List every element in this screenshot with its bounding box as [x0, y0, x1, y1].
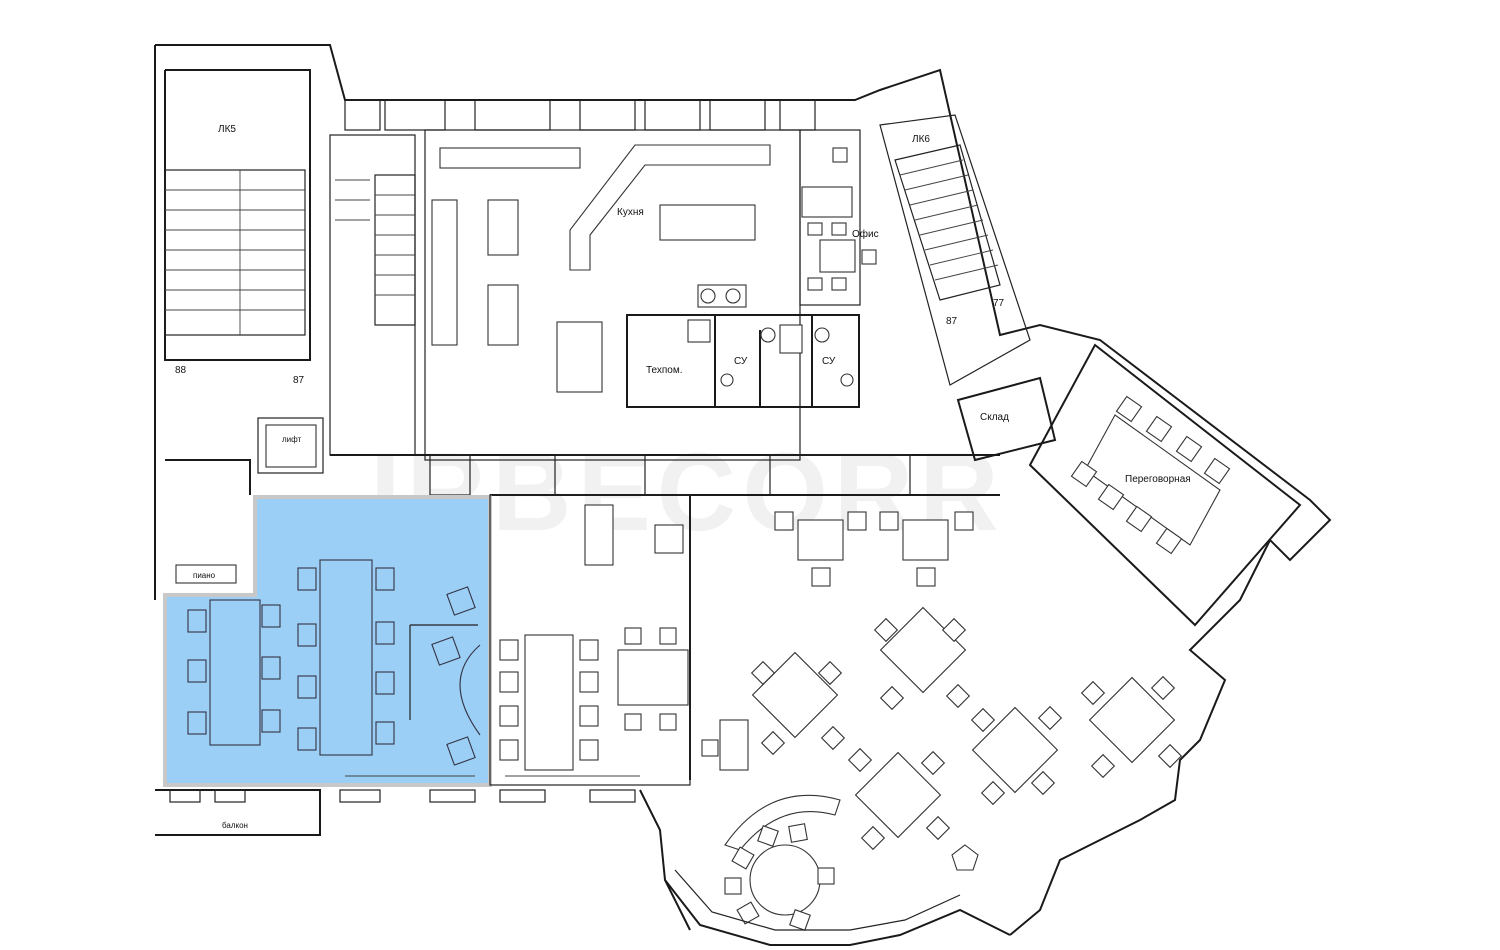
label-piano: пиано: [193, 571, 216, 580]
label-87-right: 87: [946, 316, 958, 327]
bottom-bay: [664, 869, 1011, 946]
storage-room: Склад: [956, 376, 1057, 462]
bottom-windows: балкон: [169, 775, 640, 830]
kitchen-room: Кухня: [424, 129, 801, 461]
label-office: Офис: [852, 228, 879, 240]
label-wc1: СУ: [734, 356, 748, 367]
top-windows: [344, 99, 816, 131]
middle-room: [489, 494, 691, 786]
label-87-left: 87: [293, 375, 305, 386]
label-lk6: ЛК6: [912, 134, 930, 145]
label-wc2: СУ: [822, 356, 836, 367]
label-balcony: балкон: [222, 821, 248, 830]
tech-and-wc: Техпом. СУ СУ: [626, 314, 860, 408]
label-storage: Склад: [980, 412, 1009, 423]
open-space: [701, 511, 1183, 871]
label-kitchen: Кухня: [617, 207, 644, 218]
stair-lk5: ЛК5: [164, 124, 306, 336]
label-lk5: ЛК5: [218, 124, 236, 135]
label-techroom: Техпом.: [646, 365, 683, 376]
office-room: Офис: [799, 129, 879, 306]
stair-small: [329, 134, 416, 456]
label-88: 88: [175, 365, 187, 376]
stair-lk6: ЛК6 87 77: [879, 114, 1031, 386]
label-meeting: Переговорная: [1125, 474, 1191, 485]
lift: лифт: [257, 417, 324, 474]
label-lift: лифт: [282, 435, 302, 444]
meeting-room: Переговорная: [1028, 343, 1302, 627]
label-77: 77: [993, 298, 1005, 309]
round-lounge: [724, 794, 841, 931]
highlighted-room: [163, 495, 492, 787]
piano: пиано: [175, 564, 237, 584]
